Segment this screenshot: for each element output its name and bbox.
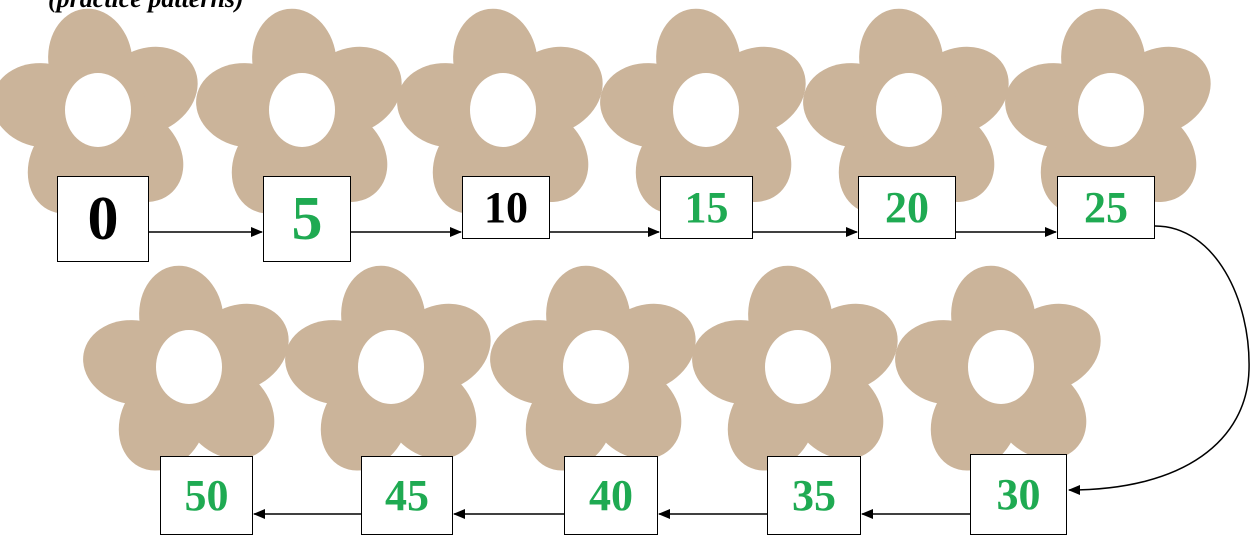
flower-center <box>358 330 424 404</box>
flower-center <box>65 73 131 147</box>
flower-center <box>470 73 536 147</box>
flower-center <box>1078 73 1144 147</box>
number-label: 50 <box>185 474 229 518</box>
flower-icon <box>278 260 505 486</box>
number-label: 5 <box>292 188 323 250</box>
number-label: 20 <box>885 186 929 230</box>
number-box: 35 <box>767 456 861 535</box>
number-box: 30 <box>970 454 1067 535</box>
flower-icon <box>76 260 303 486</box>
flower-center <box>968 330 1034 404</box>
flower-center <box>563 330 629 404</box>
number-box: 25 <box>1057 176 1155 239</box>
flower-center <box>876 73 942 147</box>
flower-center <box>156 330 222 404</box>
number-label: 0 <box>88 188 119 250</box>
number-box: 15 <box>660 176 753 239</box>
number-box: 45 <box>361 456 453 535</box>
flower-icon <box>685 260 912 486</box>
flower-center <box>765 330 831 404</box>
number-label: 15 <box>685 186 729 230</box>
flower-icon <box>888 260 1115 486</box>
flower-center <box>269 73 335 147</box>
number-label: 30 <box>997 473 1041 517</box>
number-box: 10 <box>462 176 550 239</box>
number-box: 20 <box>858 176 956 239</box>
number-label: 10 <box>484 186 528 230</box>
number-label: 35 <box>792 474 836 518</box>
number-box: 0 <box>57 176 149 262</box>
number-label: 40 <box>589 474 633 518</box>
number-label: 25 <box>1084 186 1128 230</box>
flower-icon <box>483 260 710 486</box>
number-box: 40 <box>564 456 658 535</box>
flower-center <box>673 73 739 147</box>
number-box: 5 <box>263 176 351 262</box>
number-box: 50 <box>160 456 253 535</box>
number-label: 45 <box>385 474 429 518</box>
